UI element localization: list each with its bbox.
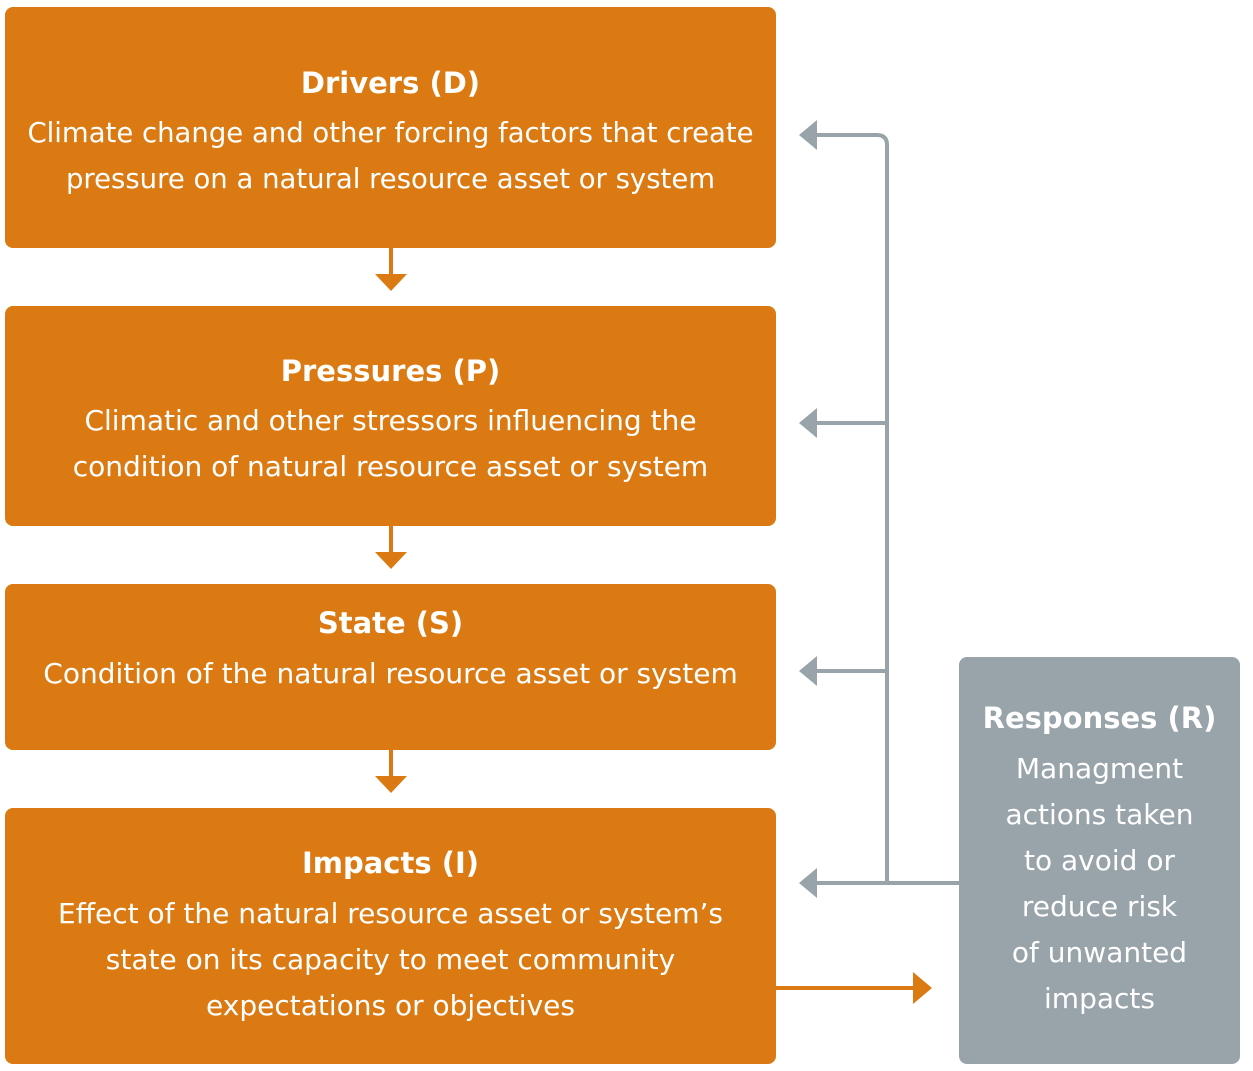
arrow-drivers-to-pressures <box>375 248 407 291</box>
drivers-title: Drivers (D) <box>300 66 481 100</box>
impacts-box: Impacts (I) Effect of the natural resour… <box>5 808 776 1064</box>
drivers-desc-line: Climate change and other forcing factors… <box>27 117 754 149</box>
impacts-desc-line: expectations or objectives <box>206 989 575 1022</box>
impacts-desc-line: state on its capacity to meet community <box>105 943 676 976</box>
state-box: State (S) Condition of the natural resou… <box>5 584 776 750</box>
arrow-impacts-to-responses <box>776 972 932 1004</box>
pressures-description: Climatic and other stressors influencing… <box>5 398 776 490</box>
responses-title: Responses (R) <box>982 701 1217 735</box>
feedback-arrowheads <box>799 120 817 898</box>
responses-desc-line: actions taken <box>1005 798 1194 831</box>
responses-desc-line: to avoid or <box>1024 844 1175 877</box>
responses-desc-line: reduce risk <box>1021 890 1178 923</box>
impacts-desc-line: Effect of the natural resource asset or … <box>58 897 723 930</box>
pressures-title: Pressures (P) <box>280 354 501 388</box>
drivers-box: Drivers (D) Climate change and other for… <box>5 7 776 248</box>
state-desc-line: Condition of the natural resource asset … <box>43 657 738 690</box>
drivers-description: Climate change and other forcing factors… <box>5 110 776 202</box>
pressures-box: Pressures (P) Climatic and other stresso… <box>5 306 776 526</box>
state-title: State (S) <box>317 606 464 640</box>
arrow-state-to-impacts <box>375 750 407 793</box>
impacts-title: Impacts (I) <box>301 846 480 880</box>
impacts-description: Effect of the natural resource asset or … <box>5 891 776 1029</box>
responses-box: Responses (R) Managment actions taken to… <box>959 657 1240 1064</box>
responses-desc-line: impacts <box>1044 982 1155 1015</box>
pressures-desc-line: Climatic and other stressors influencing… <box>84 404 697 437</box>
feedback-connector <box>815 133 959 885</box>
arrow-pressures-to-state <box>375 526 407 569</box>
responses-description: Managment actions taken to avoid or redu… <box>959 746 1240 1022</box>
responses-desc-line: Managment <box>1015 752 1184 785</box>
state-description: Condition of the natural resource asset … <box>5 651 776 697</box>
drivers-desc-line: pressure on a natural resource asset or … <box>65 163 716 195</box>
pressures-desc-line: condition of natural resource asset or s… <box>72 450 709 483</box>
responses-desc-line: of unwanted <box>1011 936 1188 969</box>
